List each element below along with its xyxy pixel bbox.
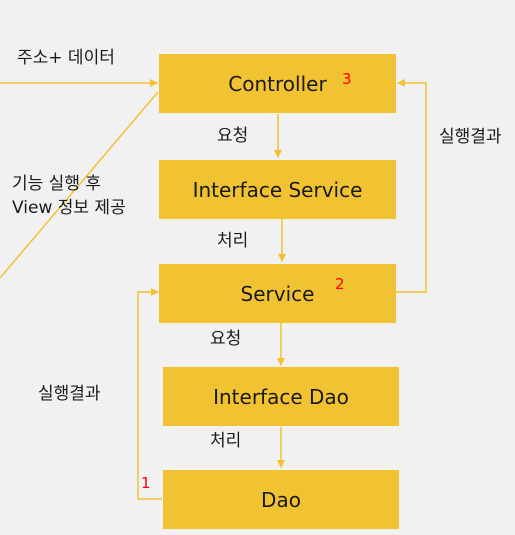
request-label-1: 요청 xyxy=(217,126,249,146)
marker-one: 1 xyxy=(141,474,151,492)
controller-label: Controller xyxy=(228,71,327,96)
controller-box: Controller xyxy=(159,54,396,113)
input-label: 주소+ 데이터 xyxy=(17,48,115,68)
request-label-2: 요청 xyxy=(210,329,242,349)
interface-service-label: Interface Service xyxy=(192,177,363,202)
service-box: Service xyxy=(159,264,396,323)
process-label-1: 처리 xyxy=(217,231,249,251)
result-loop-right xyxy=(396,79,427,293)
marker-three: 3 xyxy=(342,70,352,88)
service-label: Service xyxy=(240,281,315,306)
marker-two: 2 xyxy=(335,275,345,293)
process-label-2: 처리 xyxy=(210,431,242,451)
interface-service-box: Interface Service xyxy=(159,160,396,219)
result-label-left: 실행결과 xyxy=(38,384,101,404)
dao-box: Dao xyxy=(163,470,399,529)
view-response-line xyxy=(0,91,159,279)
interface-dao-label: Interface Dao xyxy=(213,384,349,409)
dao-label: Dao xyxy=(261,487,301,512)
interface-dao-box: Interface Dao xyxy=(163,367,399,426)
result-label-right: 실행결과 xyxy=(439,127,502,147)
result-loop-left xyxy=(137,288,162,500)
feature-label-line2: View 정보 제공 xyxy=(12,198,126,218)
feature-label-line1: 기능 실행 후 xyxy=(12,174,102,194)
